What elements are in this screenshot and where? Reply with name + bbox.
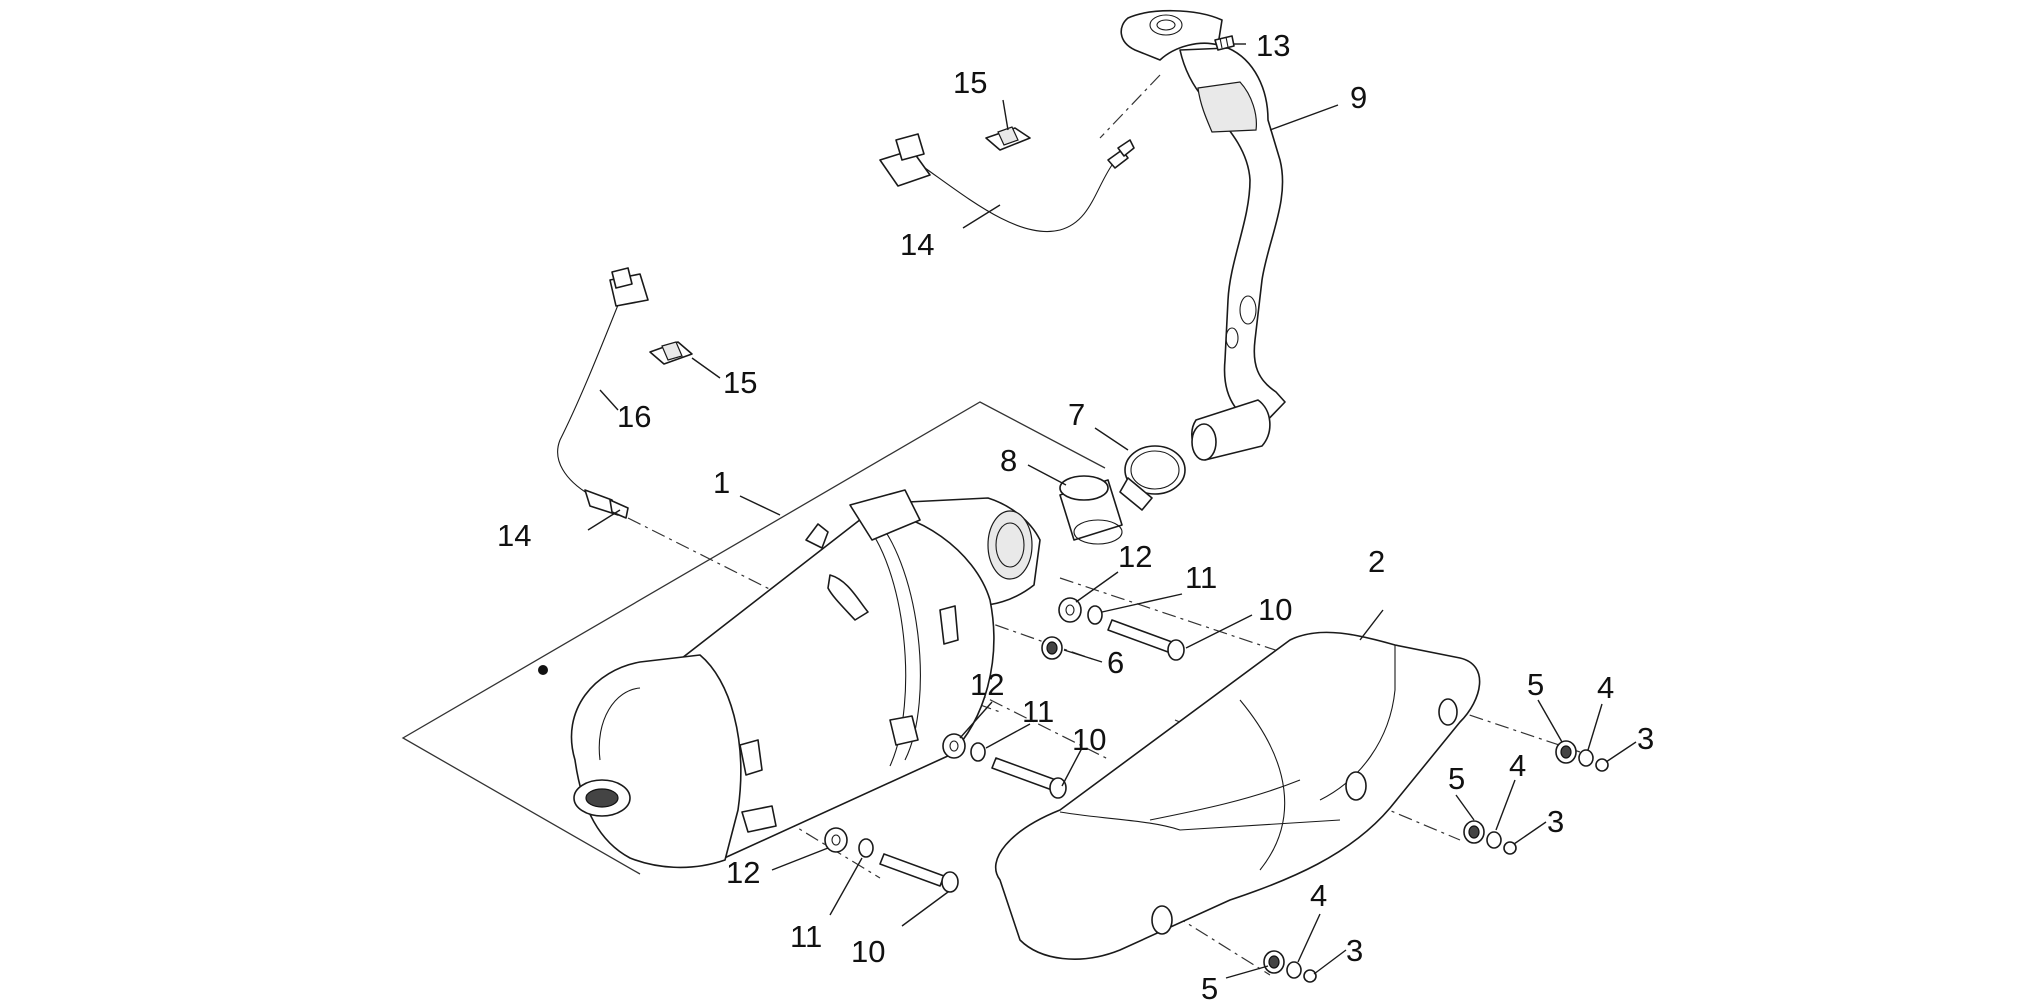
callout-3-lower: 3 xyxy=(1346,933,1363,968)
callout-14-upper: 14 xyxy=(900,227,934,262)
shield-fasteners-right xyxy=(1555,740,1609,772)
fasteners-lower xyxy=(824,827,959,893)
callout-9: 9 xyxy=(1350,80,1367,115)
callout-7: 7 xyxy=(1068,397,1085,432)
shield-fasteners-middle xyxy=(1463,820,1517,855)
clip-upper xyxy=(985,126,1031,151)
oxygen-sensor-upper xyxy=(879,133,1135,232)
callout-labels: 1 2 3 3 3 4 4 4 5 5 5 6 7 8 9 10 10 10 1… xyxy=(497,28,1654,1002)
callout-6: 6 xyxy=(1107,645,1124,680)
callout-11-upper: 11 xyxy=(1185,560,1217,595)
callout-11-lower: 11 xyxy=(790,919,822,954)
callout-8: 8 xyxy=(1000,443,1017,478)
shield-fasteners-lower xyxy=(1263,950,1317,983)
callout-13: 13 xyxy=(1256,28,1290,63)
fasteners-upper xyxy=(1041,597,1185,661)
pipe-clamp xyxy=(1119,445,1186,511)
callout-15-lower: 15 xyxy=(723,365,757,400)
callout-2: 2 xyxy=(1368,544,1385,579)
fasteners-middle xyxy=(942,733,1067,799)
callout-5-lower: 5 xyxy=(1201,971,1218,1002)
callout-10-lower: 10 xyxy=(851,934,885,969)
callout-10-upper: 10 xyxy=(1258,592,1292,627)
callout-12-lower: 12 xyxy=(726,855,760,890)
exhaust-header-pipe xyxy=(1120,9,1286,461)
callout-12-middle: 12 xyxy=(970,667,1004,702)
callout-5-middle: 5 xyxy=(1448,761,1465,796)
reference-dot xyxy=(538,665,548,675)
stud-item-13 xyxy=(1214,35,1235,51)
callout-14-lower: 14 xyxy=(497,518,531,553)
callout-10-middle: 10 xyxy=(1072,722,1106,757)
callout-12-upper: 12 xyxy=(1118,539,1152,574)
callout-3-middle: 3 xyxy=(1547,804,1564,839)
pipe-sleeve xyxy=(1059,475,1123,545)
callout-15-upper: 15 xyxy=(953,65,987,100)
oxygen-sensor-lower xyxy=(557,267,649,519)
callout-4-lower: 4 xyxy=(1310,878,1327,913)
muffler-body xyxy=(538,489,1041,869)
callout-3-right: 3 xyxy=(1637,721,1654,756)
clip-lower xyxy=(649,341,693,365)
callout-4-right: 4 xyxy=(1597,670,1614,705)
leader-lines xyxy=(587,43,1637,979)
heat-shield xyxy=(994,631,1481,960)
callout-16: 16 xyxy=(617,399,651,434)
callout-11-middle: 11 xyxy=(1022,694,1054,729)
assembly-frame xyxy=(401,401,1106,875)
callout-4-middle: 4 xyxy=(1509,748,1526,783)
callout-5-right: 5 xyxy=(1527,667,1544,702)
callout-1: 1 xyxy=(713,465,730,500)
